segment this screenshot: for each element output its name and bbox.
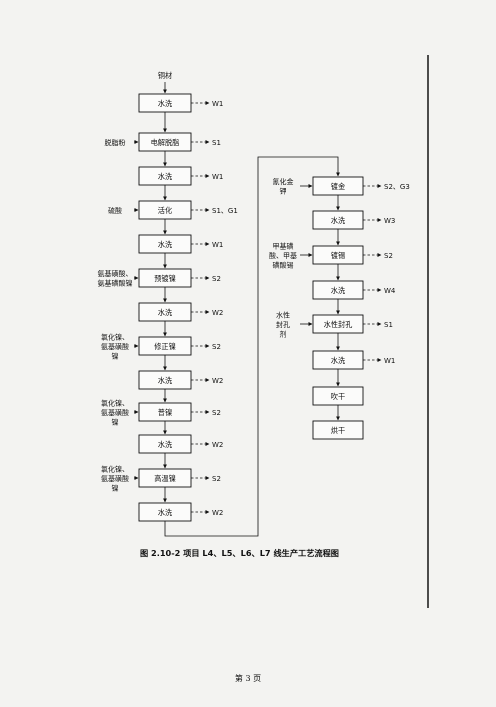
left_chain-input-label: 氯化镍、	[101, 332, 129, 341]
left_chain-step-box	[138, 370, 192, 390]
right_chain-step-label: 水性封孔	[324, 320, 353, 329]
left_chain-step-box	[138, 166, 192, 186]
right_chain-step-box	[312, 245, 364, 265]
left_chain-step-label: 高温镍	[154, 474, 176, 483]
left_chain-step-label: 水洗	[158, 308, 172, 317]
right_chain-emission-label: S2	[384, 252, 393, 260]
left_chain-step-label: 预镀镍	[154, 274, 176, 283]
right_chain-step-label: 水洗	[331, 356, 345, 365]
left_chain-input-label: 硫酸	[108, 206, 122, 215]
right_chain-emission-label: W3	[384, 217, 395, 225]
left_chain-step-box	[138, 234, 192, 254]
right_chain-step-box	[312, 176, 364, 196]
right_chain-input-label: 氰化金	[273, 177, 294, 186]
left_chain-step-label: 水洗	[158, 508, 172, 517]
left_chain-input-label: 氯化镍、	[101, 398, 129, 407]
right_chain-step-box	[312, 420, 364, 440]
right_chain-input-label: 钾	[280, 187, 287, 196]
left_chain-step-label: 水洗	[158, 99, 172, 108]
cross-column-connector	[164, 156, 340, 537]
left_chain-input-label: 氨基磺酸	[101, 408, 129, 417]
right_chain-emission-label: S1	[384, 321, 393, 329]
left_chain-emission-label: S2	[212, 409, 221, 417]
right_chain-step-label: 水洗	[331, 286, 345, 295]
right_chain-step-box	[312, 210, 364, 230]
left_chain-step-box	[138, 132, 192, 152]
right_chain-step-label: 水洗	[331, 216, 345, 225]
right_chain-input-label: 封孔	[276, 320, 290, 329]
right_chain-emission-label: W1	[384, 357, 395, 365]
left_chain-input-label: 氨基磺酸	[101, 342, 129, 351]
right_chain-emission-label: S2、G3	[384, 183, 410, 191]
left_chain-input-label: 镍	[112, 417, 119, 426]
right_chain-step-box	[312, 350, 364, 370]
page-number: 第 3 页	[234, 674, 262, 683]
right_chain-input-label: 磺酸锡	[273, 260, 294, 269]
left_chain-step-label: 水洗	[158, 376, 172, 385]
right_chain-step-box	[312, 386, 364, 406]
right_chain-step-label: 镀金	[331, 182, 345, 191]
left_chain-input-label: 氨基磺酸镍	[98, 279, 133, 288]
right_chain-step-label: 吹干	[331, 392, 345, 401]
left_chain-step-box	[138, 402, 192, 422]
left_chain-emission-label: S1	[212, 139, 221, 147]
right_chain-step-box	[312, 314, 364, 334]
left_chain-emission-label: W1	[212, 100, 223, 108]
left_chain-step-label: 水洗	[158, 172, 172, 181]
raw-material-label: 铜材	[158, 71, 172, 80]
left_chain-step-box	[138, 93, 192, 113]
left_chain-step-label: 普镍	[158, 408, 172, 417]
left_chain-emission-label: W2	[212, 377, 223, 385]
left_chain-input-label: 镍	[112, 483, 119, 492]
left_chain-step-box	[138, 434, 192, 454]
left_chain-emission-label: W1	[212, 173, 223, 181]
left_chain-emission-label: S2	[212, 275, 221, 283]
left_chain-input-label: 脱脂粉	[105, 138, 126, 147]
left_chain-step-box	[138, 502, 192, 522]
left_chain-step-label: 水洗	[158, 240, 172, 249]
right_chain-input-label: 甲基磺	[273, 241, 294, 250]
right_chain-step-label: 镀锡	[331, 251, 345, 260]
right_chain-input-label: 酸、甲基	[269, 251, 297, 260]
left_chain-emission-label: W1	[212, 241, 223, 249]
left_chain-step-label: 电解脱脂	[151, 138, 180, 147]
left_chain-step-label: 活化	[158, 206, 172, 215]
right_chain-emission-label: W4	[384, 287, 396, 295]
left_chain-step-label: 水洗	[158, 440, 172, 449]
left_chain-emission-label: W2	[212, 509, 223, 517]
left_chain-emission-label: W2	[212, 309, 223, 317]
left_chain-input-label: 镍	[112, 351, 119, 360]
left_chain-input-label: 氯化镍、	[101, 464, 129, 473]
left_chain-emission-label: S2	[212, 475, 221, 483]
left_chain-emission-label: W2	[212, 441, 223, 449]
left_chain-step-box	[138, 336, 192, 356]
figure-caption: 图 2.10-2 项目 L4、L5、L6、L7 线生产工艺流程图	[140, 548, 339, 558]
right_chain-input-label: 剂	[280, 329, 287, 338]
left_chain-step-box	[138, 268, 192, 288]
left_chain-emission-label: S2	[212, 343, 221, 351]
left_chain-input-label: 氨基磺酸、	[98, 269, 133, 278]
left_chain-step-box	[138, 200, 192, 220]
left_chain-input-label: 氨基磺酸	[101, 474, 129, 483]
left_chain-step-box	[138, 302, 192, 322]
left_chain-step-label: 修正镍	[154, 342, 176, 351]
right_chain-step-box	[312, 280, 364, 300]
right_chain-input-label: 水性	[276, 310, 290, 319]
left_chain-step-box	[138, 468, 192, 488]
left_chain-emission-label: S1、G1	[212, 207, 238, 215]
right_chain-step-label: 烘干	[331, 426, 345, 435]
